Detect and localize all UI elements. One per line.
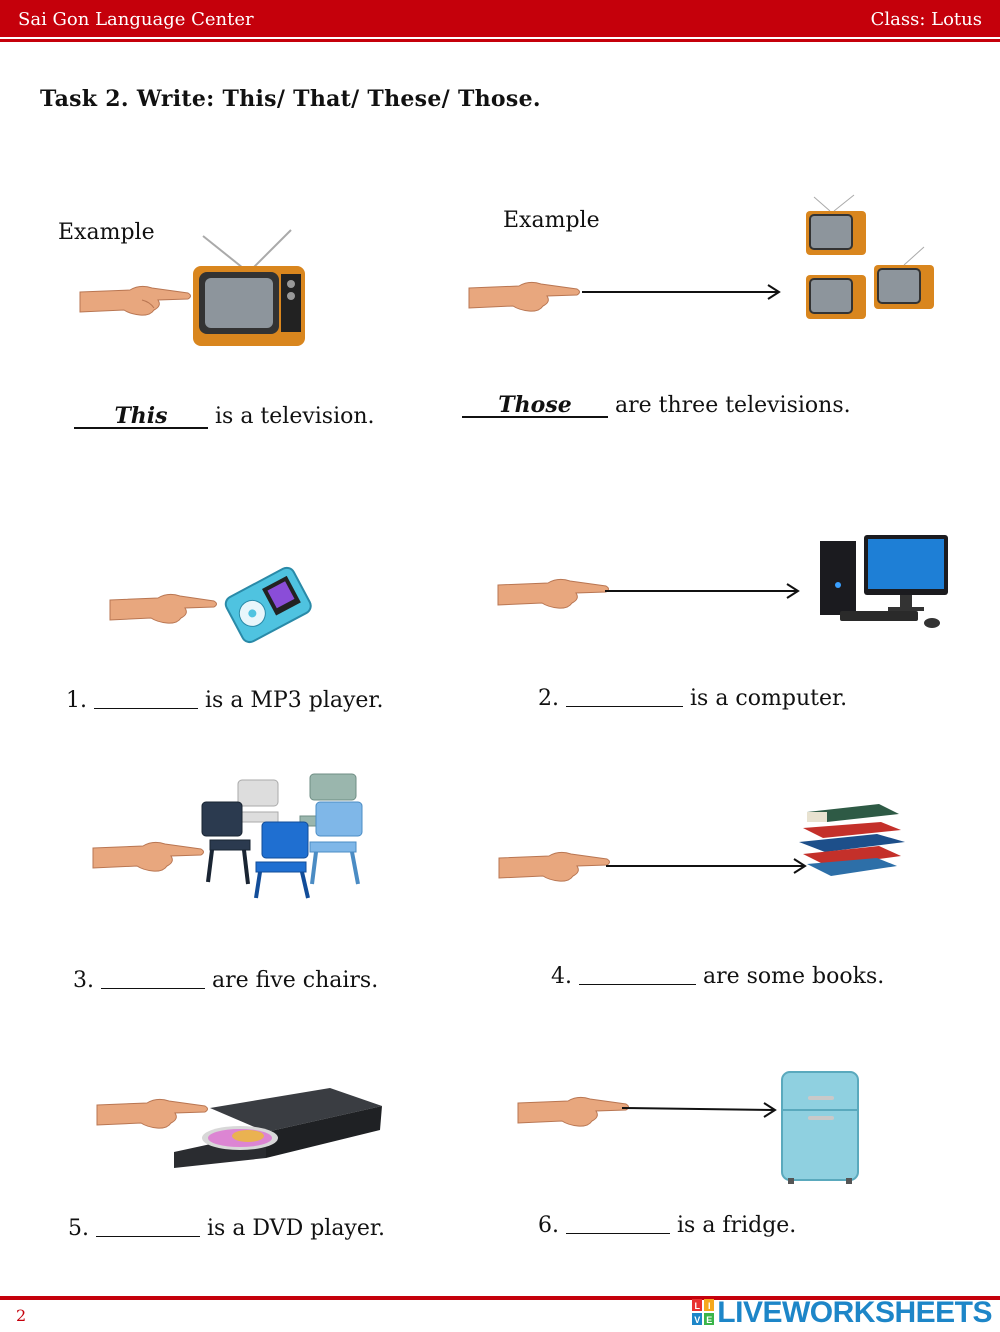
footer-divider [0,1296,1000,1300]
header-bar: Sai Gon Language Center Class: Lotus [0,0,1000,37]
dvd-player-icon [174,1088,382,1168]
arrow-icon [605,583,800,599]
pointing-hand-icon [96,1098,208,1129]
question-6: 6. is a fridge. [538,1213,796,1238]
pointing-hand-icon [497,578,609,609]
fridge-icon [781,1071,859,1184]
page-number: 2 [16,1306,27,1325]
example-label: Example [503,208,600,233]
brand-text: LIVEWORKSHEETS [717,1296,992,1329]
television-icon [806,194,934,319]
answer-blank-1[interactable] [94,690,198,709]
answer-blank-2[interactable] [566,688,683,707]
example-answer-1: This [74,405,208,429]
badge-letter: E [707,1315,713,1325]
books-icon [799,804,905,876]
item-number: 2. [538,686,559,711]
mp3-player-icon [224,566,312,644]
example-rest-1: is a television. [215,404,375,429]
badge-letter: I [708,1301,710,1311]
example-sentence-2: Those are three televisions. [462,393,851,418]
answer-blank-5[interactable] [96,1218,200,1237]
arrow-icon [621,1102,777,1118]
live-badge-icon: L I V E [692,1299,715,1325]
badge-letter: V [695,1315,701,1325]
item-rest: are some books. [703,964,885,989]
pointing-hand-icon [109,593,217,624]
school-name: Sai Gon Language Center [18,9,254,30]
arrow-icon [606,858,807,874]
item-rest: is a computer. [690,686,848,711]
header-divider [0,39,1000,42]
computer-icon [820,535,948,628]
chairs-icon [201,773,363,899]
pointing-hand-icon [92,841,204,872]
class-name: Class: Lotus [870,9,982,30]
pointing-hand-icon [79,285,191,316]
item-rest: are five chairs. [212,968,379,993]
pointing-hand-icon [498,851,610,882]
arrow-icon [582,284,781,300]
question-5: 5. is a DVD player. [68,1216,385,1241]
question-2: 2. is a computer. [538,686,847,711]
task-title: Task 2. Write: This/ That/ These/ Those. [40,86,541,112]
television-icon [193,229,305,346]
item-number: 5. [68,1216,89,1241]
question-3: 3. are five chairs. [73,968,378,993]
item-number: 6. [538,1213,559,1238]
liveworksheets-logo[interactable]: L I V E LIVEWORKSHEETS [692,1296,992,1330]
item-number: 4. [551,964,572,989]
question-4: 4. are some books. [551,964,884,989]
pointing-hand-icon [468,281,580,312]
answer-blank-3[interactable] [101,970,205,989]
pointing-hand-icon [517,1096,629,1127]
example-rest-2: are three televisions. [615,393,851,418]
item-rest: is a MP3 player. [205,688,384,713]
example-sentence-1: This is a television. [74,404,375,429]
answer-blank-6[interactable] [566,1215,670,1234]
badge-letter: L [695,1301,701,1311]
item-rest: is a DVD player. [207,1216,385,1241]
answer-blank-4[interactable] [579,966,696,985]
item-rest: is a fridge. [677,1213,797,1238]
item-number: 1. [66,688,87,713]
example-label: Example [58,220,155,245]
question-1: 1. is a MP3 player. [66,688,384,713]
item-number: 3. [73,968,94,993]
example-answer-2: Those [462,394,608,418]
